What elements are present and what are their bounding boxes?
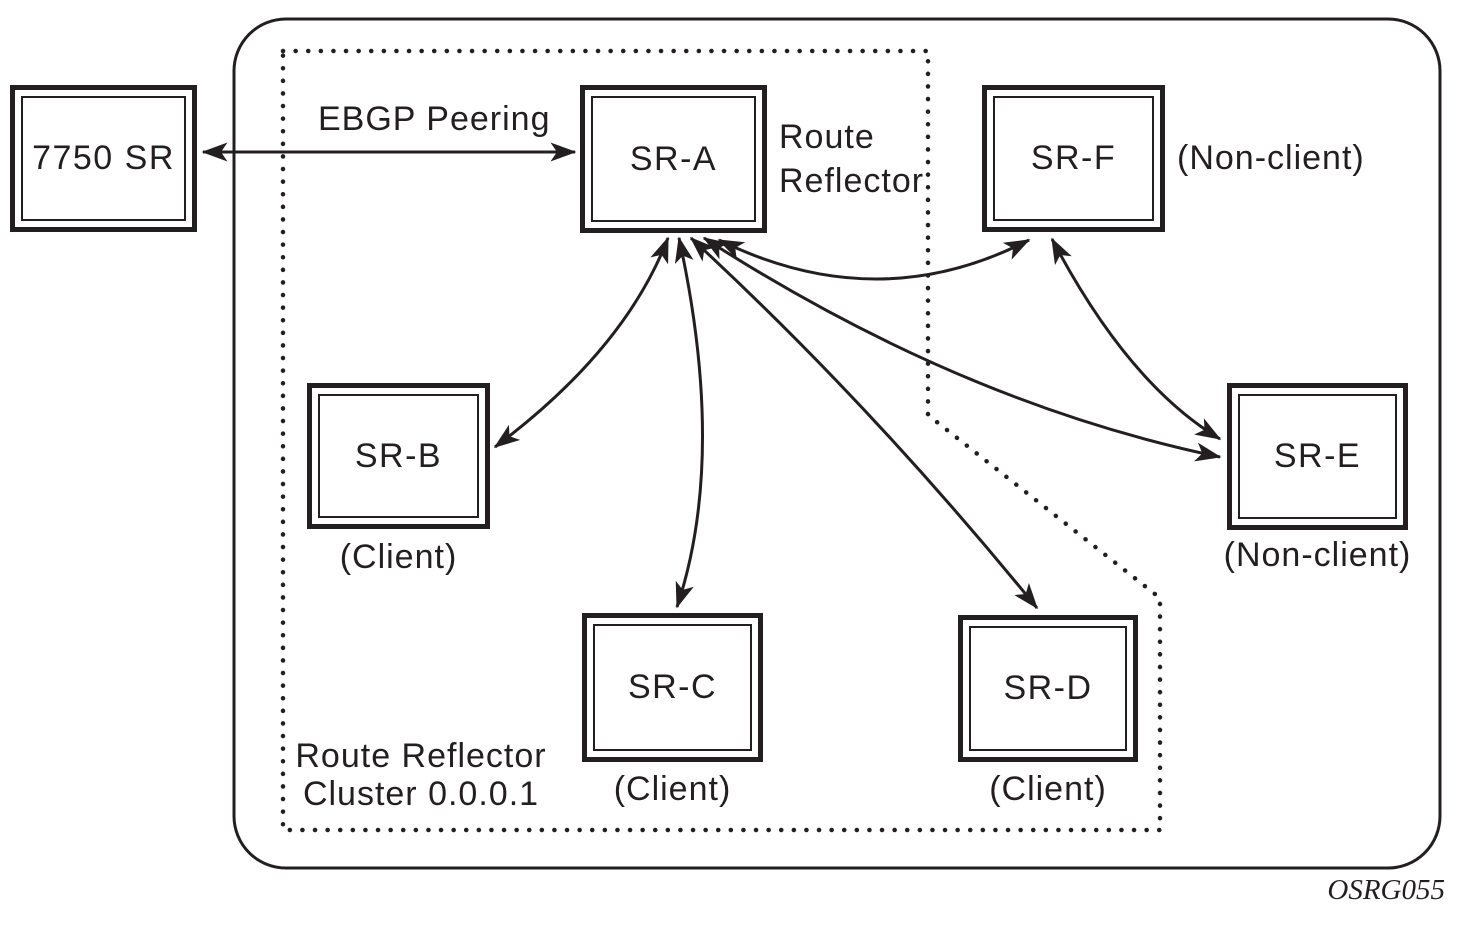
node-7750-sr-label: 7750 SR: [21, 96, 186, 221]
edge-sra-srd: [689, 236, 1039, 610]
cluster-id-label: Route Reflector Cluster 0.0.0.1: [291, 737, 551, 813]
node-sr-e-label: SR-E: [1238, 394, 1397, 519]
node-sr-a-label: SR-A: [591, 96, 756, 222]
node-sr-d-label: SR-D: [969, 626, 1127, 751]
route-reflector-annotation-line1: Route: [779, 118, 875, 156]
figure-code: OSRG055: [1327, 874, 1445, 906]
edge-sra-sre: [702, 236, 1222, 462]
edge-sra-srb: [493, 236, 670, 449]
route-reflector-annotation: Route Reflector: [779, 85, 924, 233]
sr-e-role-label: (Non-client): [1223, 536, 1412, 574]
sr-d-role-label: (Client): [989, 770, 1107, 808]
node-sr-b-label: SR-B: [318, 394, 479, 518]
route-reflector-annotation-line2: Reflector: [779, 162, 925, 200]
ebgp-peering-label: EBGP Peering: [318, 100, 551, 138]
edge-sra-srf: [717, 238, 1031, 281]
node-sr-e: SR-E: [1227, 383, 1408, 530]
cluster-id-label-line1: Route Reflector: [295, 737, 547, 775]
node-sr-d: SR-D: [958, 615, 1138, 762]
node-7750-sr: 7750 SR: [10, 85, 197, 232]
cluster-id-label-line2: Cluster 0.0.0.1: [302, 775, 540, 813]
node-sr-f: SR-F: [982, 85, 1165, 232]
node-sr-a: SR-A: [580, 85, 767, 233]
as-boundary-border: [232, 17, 1442, 870]
node-sr-c: SR-C: [582, 613, 763, 762]
sr-b-role-label: (Client): [339, 538, 458, 576]
sr-f-role-label: (Non-client): [1177, 139, 1365, 177]
edge-sra-src: [674, 236, 704, 609]
node-sr-f-label: SR-F: [993, 96, 1154, 221]
edge-srf-sre: [1050, 237, 1222, 441]
node-sr-c-label: SR-C: [593, 624, 752, 751]
node-sr-b: SR-B: [307, 383, 490, 529]
sr-c-role-label: (Client): [613, 770, 732, 808]
